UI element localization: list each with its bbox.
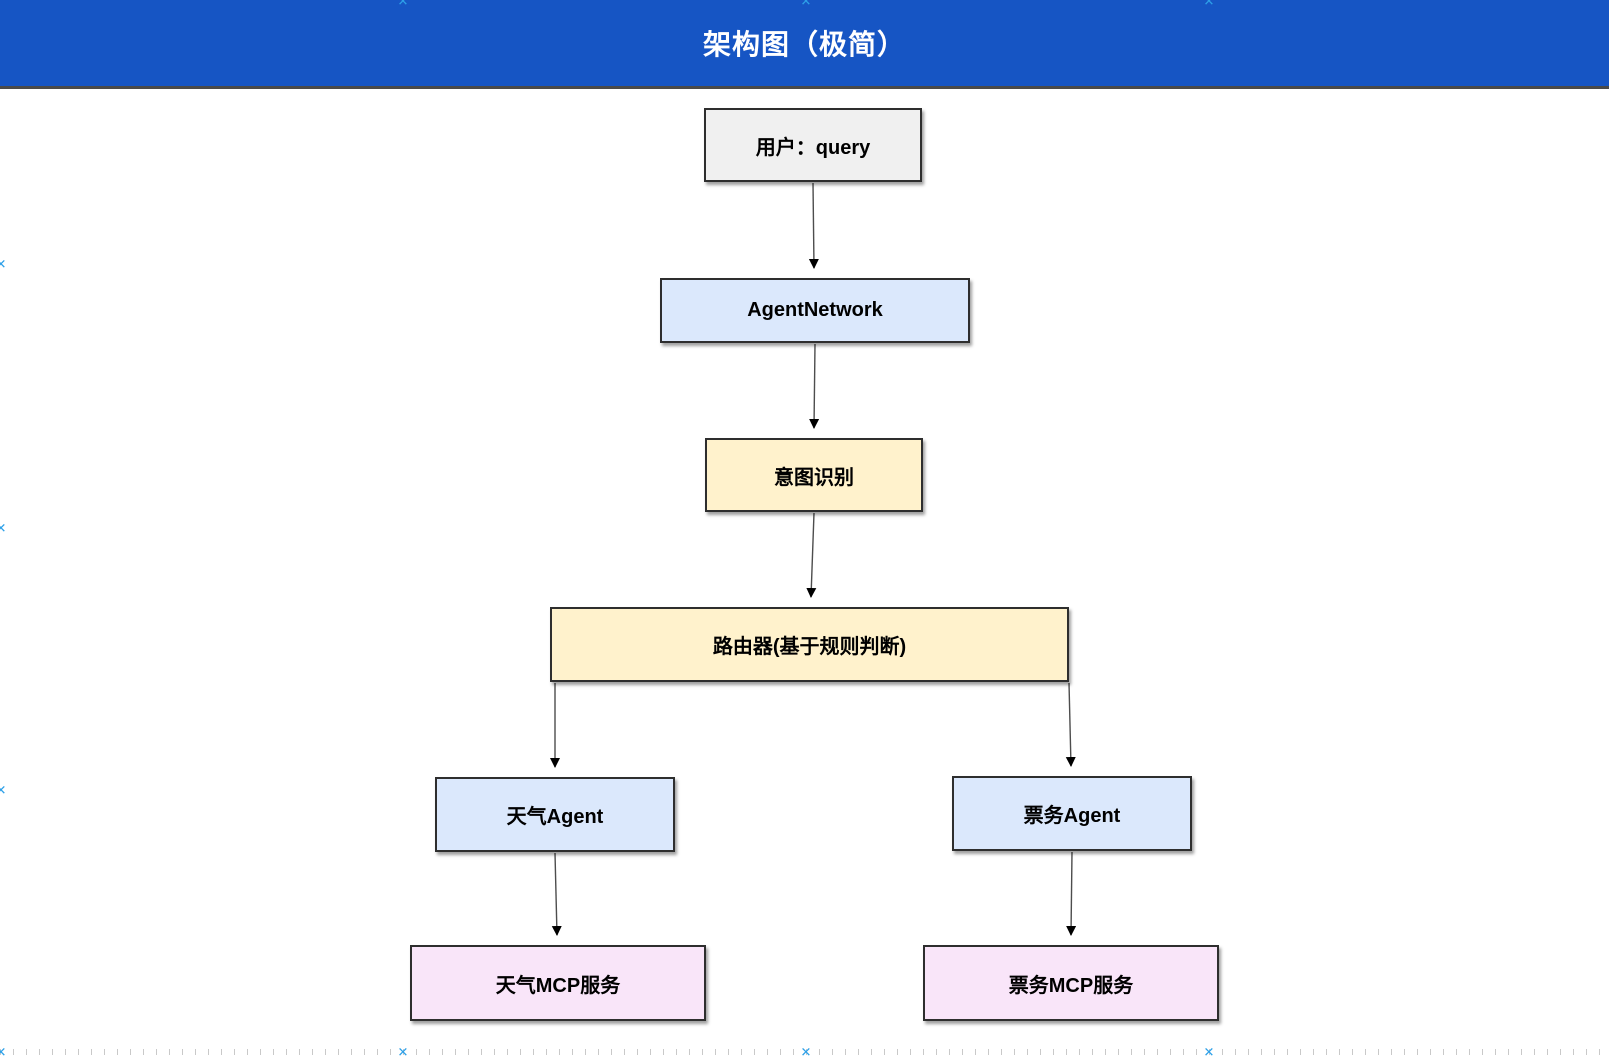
node-intent-recognition[interactable]: 意图识别 <box>705 438 923 512</box>
title-bar: 架构图（极简） <box>0 0 1609 89</box>
node-weather-mcp-service[interactable]: 天气MCP服务 <box>410 945 706 1021</box>
page-cross-icon: ✕ <box>0 256 7 272</box>
node-weather-agent-label: 天气Agent <box>506 806 604 828</box>
node-intent-recognition-label: 意图识别 <box>774 466 854 489</box>
node-user-query-label: 用户：query <box>755 136 871 159</box>
node-ticket-agent-label: 票务Agent <box>1023 805 1121 827</box>
node-ticket-agent[interactable]: 票务Agent <box>952 776 1192 851</box>
edge-user-to-agentnetwork <box>808 182 819 269</box>
edge-weather-agent-to-mcp <box>551 852 562 936</box>
page-cross-icon: ✕ <box>0 520 7 536</box>
node-router[interactable]: 路由器(基于规则判断) <box>550 607 1069 682</box>
edge-agentnetwork-to-intent <box>809 343 820 429</box>
node-router-label: 路由器(基于规则判断) <box>712 636 907 658</box>
edge-ticket-agent-to-mcp <box>1066 851 1077 936</box>
node-weather-mcp-service-label: 天气MCP服务 <box>495 974 621 997</box>
node-weather-agent[interactable]: 天气Agent <box>435 777 675 852</box>
edge-intent-to-router <box>806 512 817 598</box>
node-ticket-mcp-service-label: 票务MCP服务 <box>1008 974 1134 997</box>
page-cross-icon: ✕ <box>0 782 7 798</box>
node-ticket-mcp-service[interactable]: 票务MCP服务 <box>923 945 1219 1021</box>
page-break-ticks <box>0 1049 1609 1055</box>
edge-router-to-ticket-agent <box>1065 682 1076 767</box>
page-title: 架构图（极简） <box>702 29 906 60</box>
node-user-query[interactable]: 用户：query <box>704 108 922 182</box>
node-agent-network[interactable]: AgentNetwork <box>660 278 970 343</box>
node-agent-network-label: AgentNetwork <box>747 299 883 321</box>
